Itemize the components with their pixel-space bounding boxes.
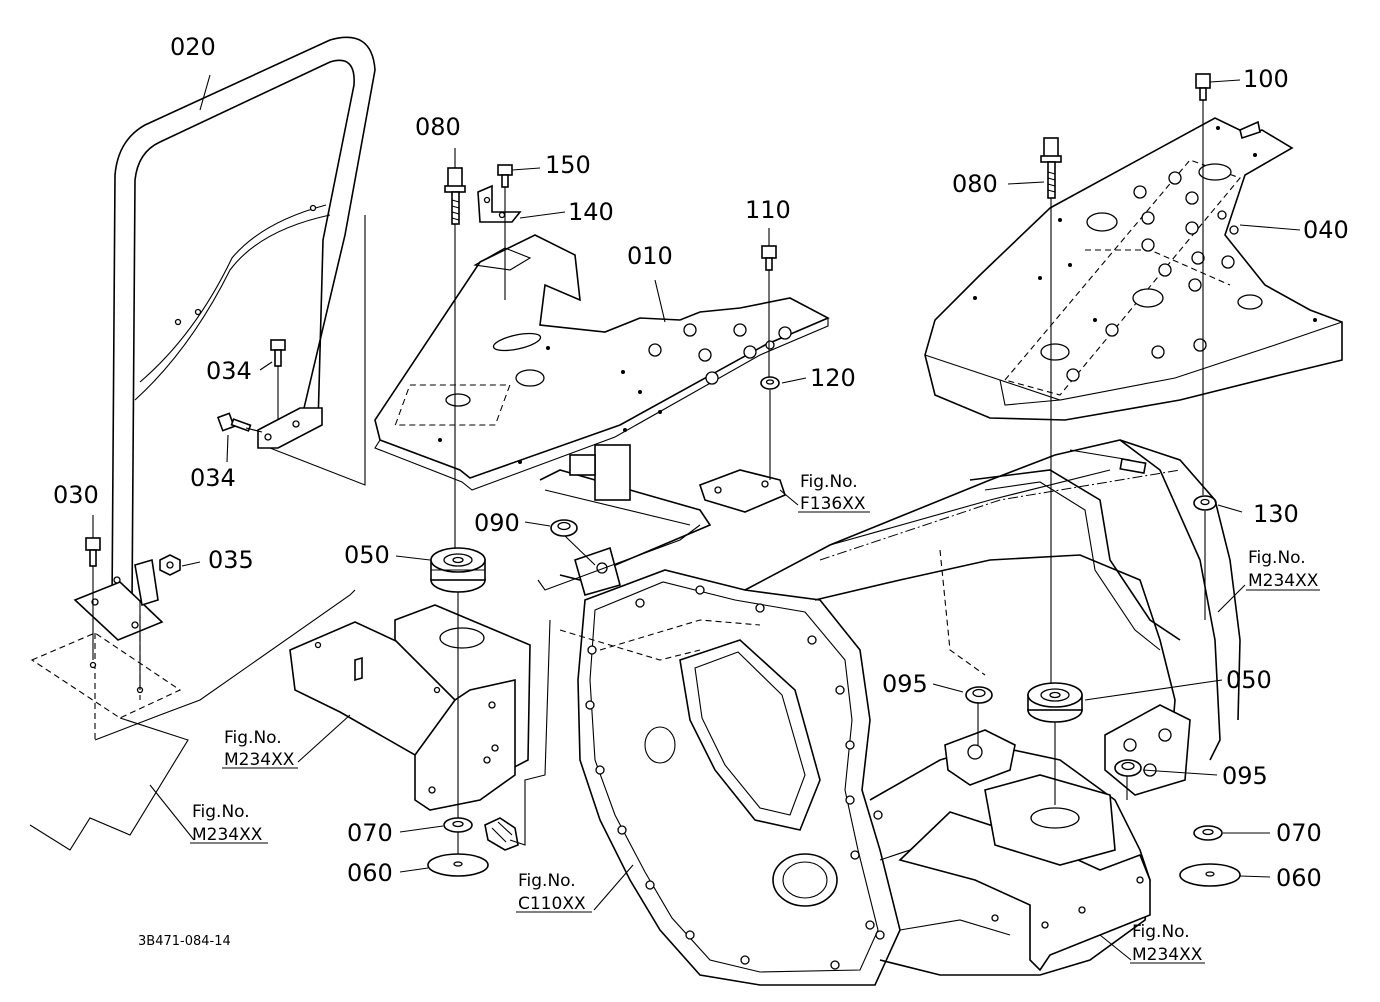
washer-060-right: [1179, 863, 1241, 887]
cushion-090: [550, 519, 578, 537]
label-034-lower: 034: [190, 464, 236, 492]
label-020: 020: [170, 33, 216, 61]
fig-ref-number: M234XX: [1248, 571, 1319, 591]
fig-ref-line1: Fig.No.: [518, 871, 576, 891]
fig-ref-line1: Fig.No.: [1248, 548, 1306, 568]
fig-ref-number: C110XX: [518, 894, 586, 914]
fig-ref-number: M234XX: [224, 750, 295, 770]
bolt-080-right: [1040, 137, 1062, 199]
bolt-080-left: [444, 167, 466, 225]
label-150: 150: [545, 151, 591, 179]
label-030: 030: [53, 481, 99, 509]
roll-bar-frame: [111, 36, 376, 606]
label-010: 010: [627, 242, 673, 270]
label-080-left: 080: [415, 113, 461, 141]
washer-070-right: [1193, 825, 1223, 841]
label-090: 090: [474, 509, 520, 537]
roll-bar-base-plate: [73, 558, 164, 641]
fig-ref-line1: Fig.No.: [192, 802, 250, 822]
label-070-right: 070: [1276, 819, 1322, 847]
fig-ref-number: M234XX: [1132, 945, 1203, 965]
right-floor-plate: [924, 117, 1343, 421]
shift-linkage: [537, 444, 786, 596]
left-mount-bracket: [289, 604, 531, 811]
bolt-034-upper: [270, 339, 286, 367]
figure-references: Fig.No. F136XX Fig.No. M234XX Fig.No. M2…: [192, 472, 1319, 965]
fig-ref-line1: Fig.No.: [1132, 922, 1190, 942]
left-floor-plate: [374, 234, 830, 491]
leader-roll-bar: [269, 215, 366, 486]
bolt-100: [1195, 73, 1211, 101]
roll-bar-side-bracket: [257, 407, 323, 449]
right-mount-bracket: [898, 729, 1151, 972]
bracket-140: [477, 184, 522, 223]
bolt-034-lower: [216, 412, 252, 432]
bolt-030: [85, 537, 101, 567]
fitting: [484, 817, 519, 851]
label-035: 035: [208, 546, 254, 574]
fig-ref-line1: Fig.No.: [224, 728, 282, 748]
fig-ref-line1: Fig.No.: [800, 472, 858, 492]
drawing-code: 3B471-084-14: [138, 934, 231, 949]
washer-060-left: [427, 853, 489, 877]
label-050-left: 050: [344, 541, 390, 569]
nut-035: [159, 554, 181, 576]
label-110: 110: [745, 196, 791, 224]
label-034-upper: 034: [206, 357, 252, 385]
label-080-right: 080: [952, 170, 998, 198]
label-130: 130: [1253, 500, 1299, 528]
label-100: 100: [1243, 65, 1289, 93]
cushion-095-left: [965, 686, 993, 704]
cushion-050-left: [430, 547, 486, 593]
label-120: 120: [810, 364, 856, 392]
cushion-050-right: [1027, 682, 1083, 723]
bolt-150: [497, 164, 513, 188]
part-labels: 020 080 150 140 010 110 080 100 040 034 …: [53, 33, 1349, 892]
label-095-right: 095: [1222, 762, 1268, 790]
label-040: 040: [1303, 216, 1349, 244]
label-095-left: 095: [882, 670, 928, 698]
leader-lines: [92, 74, 1301, 961]
label-060-left: 060: [347, 859, 393, 887]
assembly-lines: [92, 100, 1206, 854]
washer-120: [760, 376, 780, 390]
fig-underlines: [190, 511, 1320, 964]
bolt-110: [761, 245, 777, 271]
fig-ref-number: F136XX: [800, 494, 866, 514]
label-140: 140: [568, 198, 614, 226]
washer-070-left: [443, 817, 473, 833]
label-060-right: 060: [1276, 864, 1322, 892]
fig-ref-number: M234XX: [192, 825, 263, 845]
cushion-095-right: [1114, 759, 1142, 777]
label-070-left: 070: [347, 819, 393, 847]
label-050-right: 050: [1226, 666, 1272, 694]
